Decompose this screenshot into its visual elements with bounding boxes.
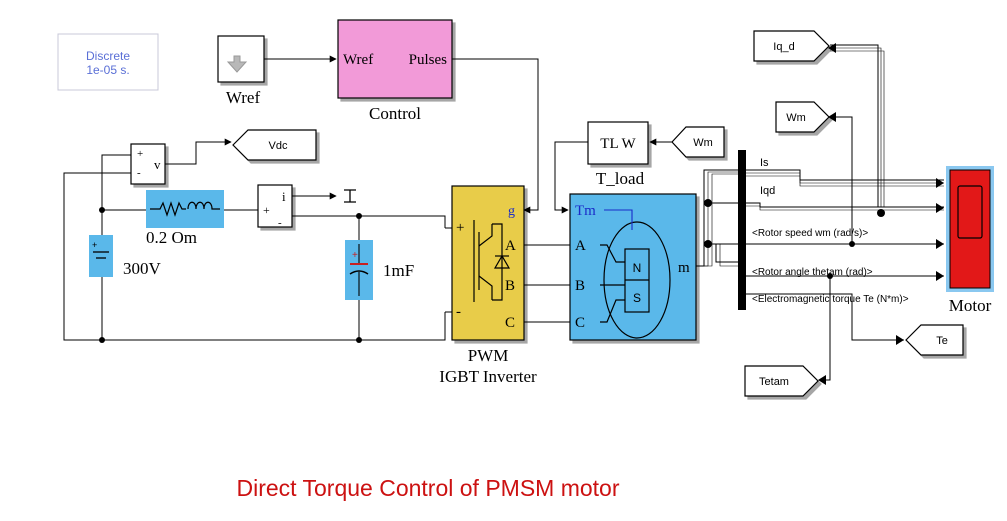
svg-text:C: C <box>505 315 515 331</box>
inverter-label-2: IGBT Inverter <box>439 367 537 386</box>
svg-text:Tetam: Tetam <box>759 376 789 388</box>
vdc-label: Vdc <box>269 140 288 152</box>
svg-text:Te: Te <box>936 335 948 347</box>
powergui-line1: Discrete <box>86 49 130 63</box>
capacitor-label: 1mF <box>383 261 414 280</box>
bus-signal-is: Is <box>760 157 769 169</box>
svg-text:+: + <box>92 240 97 250</box>
bus-output-wires <box>746 44 944 381</box>
voltage-measurement-block[interactable]: + - v <box>130 143 166 185</box>
goto-vdc[interactable]: Vdc <box>232 129 317 161</box>
igbt-inverter-block[interactable]: + - g A B C PWM IGBT Inverter <box>439 185 537 386</box>
svg-text:m: m <box>678 260 690 276</box>
dc-voltage-source[interactable]: + 300V <box>89 235 162 278</box>
inverter-label-1: PWM <box>468 346 509 365</box>
svg-text:-: - <box>137 167 141 179</box>
series-rl-branch[interactable]: 0.2 Om <box>146 190 224 247</box>
goto-tetam[interactable]: Tetam <box>744 365 819 397</box>
control-block[interactable]: Wref Pulses Control <box>337 19 453 123</box>
bus-signal-wm: <Rotor speed wm (rad/s)> <box>752 228 868 239</box>
down-arrow-icon <box>226 55 248 73</box>
svg-text:-: - <box>456 304 461 320</box>
tload-block[interactable]: TL W T_load <box>587 121 649 188</box>
powergui-line2: 1e-05 s. <box>86 63 129 77</box>
control-label: Control <box>369 104 421 123</box>
ammeter-label: i <box>282 189 286 204</box>
svg-text:N: N <box>633 261 642 275</box>
inductor-icon <box>187 201 220 210</box>
from-wm-label: Wm <box>693 137 713 149</box>
motor-label: Motor <box>949 296 992 315</box>
dc-source-label: 300V <box>123 259 162 278</box>
svg-text:-: - <box>278 217 282 229</box>
scope-screen-icon <box>957 185 983 239</box>
rl-label: 0.2 Om <box>146 228 197 247</box>
goto-iqd[interactable]: Iq_d <box>753 30 830 62</box>
svg-text:B: B <box>575 278 585 294</box>
bus-wires <box>696 169 738 267</box>
svg-text:A: A <box>505 238 516 254</box>
wref-label: Wref <box>226 88 261 107</box>
svg-text:g: g <box>508 204 515 219</box>
capacitor-branch[interactable]: + 1mF <box>345 240 414 300</box>
current-measurement-block[interactable]: + - i <box>257 184 293 229</box>
svg-text:+: + <box>137 148 143 160</box>
goto-wm[interactable]: Wm <box>775 101 830 133</box>
bus-signal-te: <Electromagnetic torque Te (N*m)> <box>752 294 909 305</box>
resistor-icon <box>150 201 186 217</box>
bus-selector[interactable] <box>738 150 746 310</box>
control-out-port: Pulses <box>409 52 448 68</box>
from-wm[interactable]: Wm <box>671 126 725 158</box>
tload-label: T_load <box>596 169 645 188</box>
svg-text:Tm: Tm <box>575 203 596 219</box>
svg-text:+: + <box>263 203 270 217</box>
power-wiring <box>63 154 570 341</box>
svg-text:B: B <box>505 278 515 294</box>
svg-text:A: A <box>575 238 586 254</box>
motor-icon <box>600 221 671 339</box>
pmsm-machine-block[interactable]: Tm A B C m N S <box>569 193 697 341</box>
bus-signal-thetam: <Rotor angle thetam (rad)> <box>752 267 873 278</box>
powergui-block[interactable]: Discrete 1e-05 s. <box>57 33 159 91</box>
svg-text:Iq_d: Iq_d <box>773 41 794 53</box>
bus-signal-iqd: Iqd <box>760 185 775 197</box>
wref-block[interactable]: Wref <box>217 35 265 107</box>
svg-text:+: + <box>352 250 358 261</box>
bus-arrowheads <box>818 43 944 385</box>
wiring-junctions <box>99 207 362 343</box>
voltmeter-label: v <box>154 157 161 172</box>
igbt-icon <box>473 220 511 302</box>
control-in-port: Wref <box>343 52 373 68</box>
tload-text: TL W <box>600 136 636 152</box>
svg-text:C: C <box>575 315 585 331</box>
motor-scope[interactable]: Motor <box>946 166 994 315</box>
terminator-icon <box>344 189 356 203</box>
goto-te[interactable]: Te <box>905 324 964 356</box>
diagram-title: Direct Torque Control of PMSM motor <box>236 475 619 501</box>
svg-text:Wm: Wm <box>786 112 806 124</box>
svg-text:+: + <box>456 220 464 236</box>
svg-text:S: S <box>633 291 641 305</box>
